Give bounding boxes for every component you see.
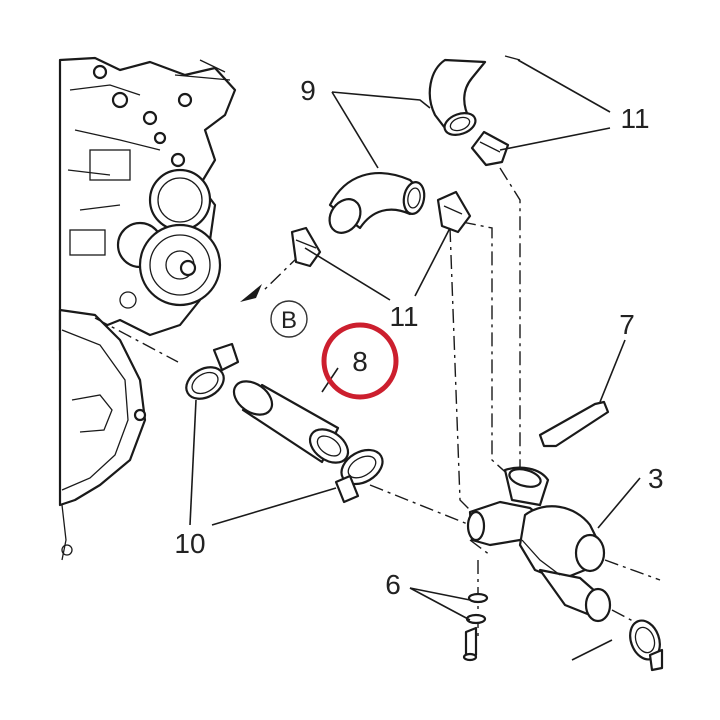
callout-6: 6 [385,569,401,600]
hose-clamp-11-b [436,190,472,234]
hose-elbow-top [428,55,521,136]
hose-straight-part-8[interactable] [228,374,354,469]
callout-10: 10 [174,528,205,559]
hose-clamp-10-left [185,342,240,400]
hose-elbow-part-9 [328,172,426,234]
highlight-ring [321,322,399,400]
hose-clamp-11-c [470,130,510,167]
leader-lines [189,59,641,661]
callout-7: 7 [619,309,635,340]
callout-9: 9 [300,75,316,106]
callout-11-top: 11 [620,103,649,134]
engine-assembly [58,56,237,561]
hose-clamp-10-right [334,448,384,504]
callout-11-mid: 11 [389,301,418,332]
direction-arrow [240,284,262,302]
bolt-washer-part-6 [462,592,489,662]
thermostat-housing-part-3 [466,466,664,672]
ref-b-label: B [281,307,297,334]
callout-3: 3 [648,463,664,494]
gasket-part-7 [538,400,610,448]
hose-clamp-11-a [290,226,322,268]
callout-8: 8 [352,346,368,377]
ref-b-circle [270,300,308,338]
